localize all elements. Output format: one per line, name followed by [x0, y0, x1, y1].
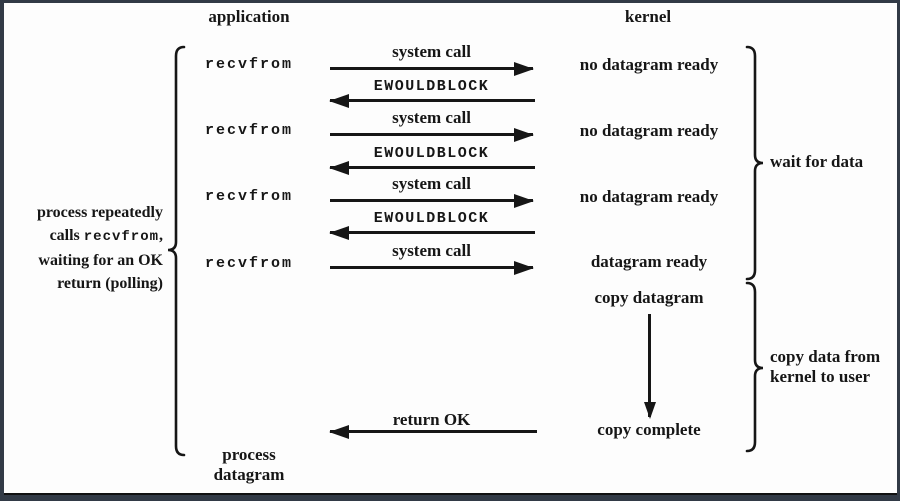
kernel-column-header: kernel: [624, 7, 672, 26]
recvfrom-call-1: recvfrom: [204, 56, 293, 73]
left-note-line-3: waiting for an OK: [38, 252, 163, 269]
kernel-state-4: datagram ready: [590, 252, 708, 271]
kernel-state-2: no datagram ready: [579, 121, 719, 140]
ewouldblock-label-1: EWOULDBLOCK: [373, 78, 490, 95]
system-call-arrow-2: [330, 133, 533, 136]
kernel-state-3: no datagram ready: [579, 187, 719, 206]
recvfrom-call-3: recvfrom: [204, 188, 293, 205]
system-call-arrow-3: [330, 199, 533, 202]
left-note-line-4: return (polling): [57, 275, 163, 292]
recvfrom-call-2: recvfrom: [204, 122, 293, 139]
wait-for-data-label: wait for data: [770, 152, 864, 171]
system-call-label-3: system call: [392, 174, 471, 193]
copy-data-brace: [745, 281, 764, 453]
system-call-arrow-1: [330, 67, 533, 70]
ewouldblock-arrow-2: [330, 166, 535, 169]
recvfrom-code-ref: recvfrom: [83, 229, 159, 245]
recvfrom-call-4: recvfrom: [204, 255, 293, 272]
left-note: process repeatedly calls recvfrom, waiti…: [2, 201, 163, 295]
left-note-line-1: process repeatedly: [36, 204, 163, 221]
system-call-label-4: system call: [392, 241, 471, 260]
process-datagram-label: process datagram: [213, 445, 285, 484]
ewouldblock-arrow-3: [330, 231, 535, 234]
system-call-label-2: system call: [392, 108, 471, 127]
ewouldblock-label-3: EWOULDBLOCK: [373, 210, 490, 227]
copy-data-label: copy data from kernel to user: [770, 347, 881, 386]
copy-arrow: [648, 314, 651, 417]
system-call-label-1: system call: [392, 42, 471, 61]
wait-for-data-brace: [745, 45, 764, 281]
ewouldblock-arrow-1: [330, 99, 535, 102]
return-ok-arrow: [330, 430, 537, 433]
system-call-arrow-4: [330, 266, 533, 269]
copy-datagram-label: copy datagram: [594, 288, 704, 307]
application-column-header: application: [208, 7, 290, 26]
left-note-line-2: calls recvfrom,: [49, 227, 163, 245]
left-brace: [167, 45, 186, 457]
return-ok-label: return OK: [392, 410, 471, 429]
ewouldblock-label-2: EWOULDBLOCK: [373, 145, 490, 162]
kernel-state-1: no datagram ready: [579, 55, 719, 74]
diagram-canvas: [4, 3, 897, 495]
copy-complete-label: copy complete: [597, 420, 701, 439]
